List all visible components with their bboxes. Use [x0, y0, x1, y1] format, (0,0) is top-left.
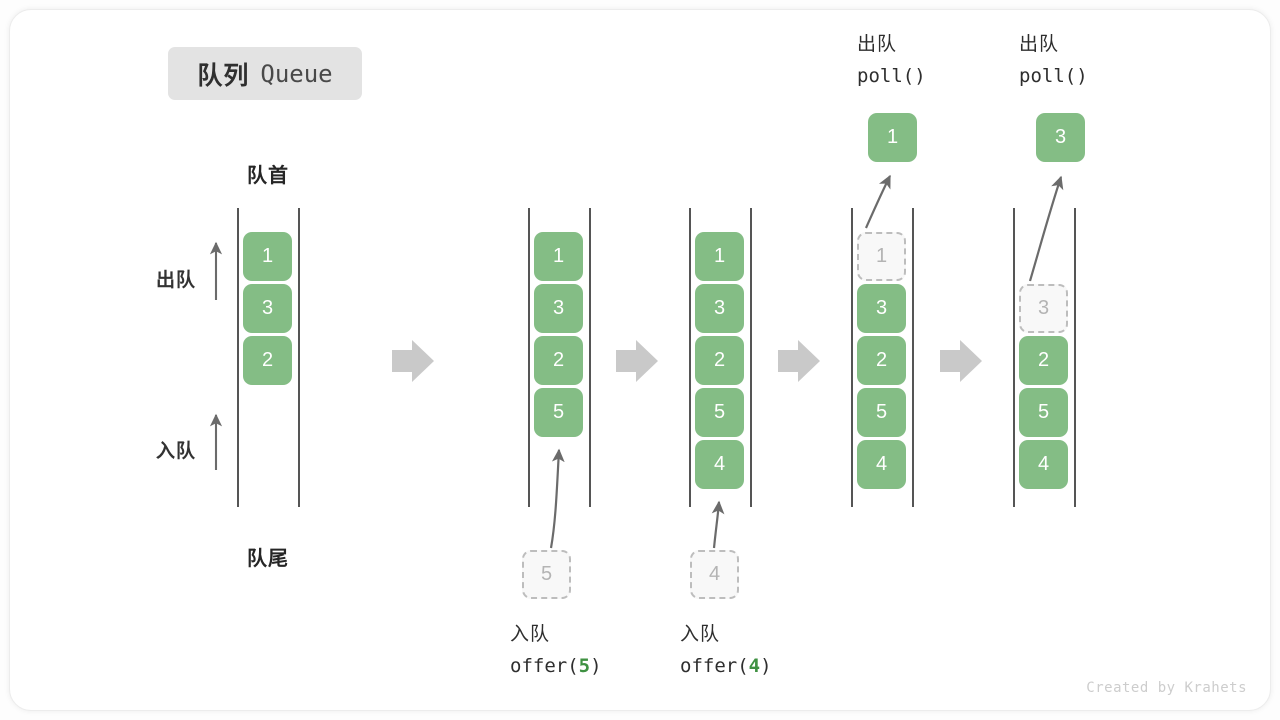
queue-item-new: 4: [695, 440, 744, 489]
op-fn-end: ): [760, 654, 772, 677]
queue-item: 5: [695, 388, 744, 437]
ghost-item-offer4: 4: [690, 550, 739, 599]
op-label-poll3: 出队 poll(): [1019, 30, 1088, 92]
queue-item: 4: [1019, 440, 1068, 489]
popped-item-1: 1: [868, 113, 917, 162]
panel-poll3-rail-left: [1013, 208, 1015, 507]
queue-item: 1: [534, 232, 583, 281]
queue-item: 1: [695, 232, 744, 281]
panel-poll1-rail-left: [851, 208, 853, 507]
op-label-offer4-line2: offer(4): [680, 651, 772, 682]
op-fn: poll(: [857, 64, 915, 87]
ghost-item-offer5: 5: [522, 550, 571, 599]
popped-item-3: 3: [1036, 113, 1085, 162]
queue-item-new: 5: [534, 388, 583, 437]
ghost-item-poll3: 3: [1019, 284, 1068, 333]
op-label-offer4: 入队 offer(4): [680, 620, 772, 682]
title-cn: 队列: [197, 61, 250, 90]
caption-head: 队首: [247, 165, 289, 187]
panel-initial-rail-left: [237, 208, 239, 507]
title-badge: 队列 Queue: [168, 47, 362, 100]
op-arg: 4: [748, 654, 761, 677]
op-fn: poll(: [1019, 64, 1077, 87]
op-fn-end: ): [1076, 64, 1088, 87]
op-label-poll3-line1: 出队: [1019, 34, 1060, 55]
queue-item: 2: [534, 336, 583, 385]
panel-initial-rail-right: [298, 208, 300, 507]
op-label-offer5: 入队 offer(5): [510, 620, 602, 682]
op-label-offer5-line2: offer(5): [510, 651, 602, 682]
caption-tail: 队尾: [247, 548, 289, 570]
op-arg: 5: [578, 654, 591, 677]
op-label-poll1: 出队 poll(): [857, 30, 926, 92]
queue-item: 2: [1019, 336, 1068, 385]
panel-poll3-rail-right: [1074, 208, 1076, 507]
side-label-enqueue: 入队: [155, 441, 196, 462]
queue-item: 3: [857, 284, 906, 333]
queue-item: 3: [534, 284, 583, 333]
watermark: Created by Krahets: [1086, 680, 1247, 696]
title-en: Queue: [260, 59, 333, 88]
queue-item: 5: [1019, 388, 1068, 437]
queue-item: 2: [243, 336, 292, 385]
panel-offer5-rail-right: [589, 208, 591, 507]
queue-item: 3: [695, 284, 744, 333]
op-label-offer5-line1: 入队: [510, 624, 551, 645]
panel-poll1-rail-right: [912, 208, 914, 507]
op-label-poll1-line2: poll(): [857, 61, 926, 92]
op-fn: offer(: [680, 654, 749, 677]
queue-item: 2: [857, 336, 906, 385]
panel-offer4-rail-right: [750, 208, 752, 507]
op-fn-end: ): [914, 64, 926, 87]
panel-offer5-rail-left: [528, 208, 530, 507]
queue-item: 2: [695, 336, 744, 385]
queue-item: 3: [243, 284, 292, 333]
op-fn: offer(: [510, 654, 579, 677]
op-fn-end: ): [590, 654, 602, 677]
op-label-poll1-line1: 出队: [857, 34, 898, 55]
panel-offer4-rail-left: [689, 208, 691, 507]
queue-item: 4: [857, 440, 906, 489]
queue-item: 5: [857, 388, 906, 437]
queue-item: 1: [243, 232, 292, 281]
ghost-item-poll1: 1: [857, 232, 906, 281]
side-label-dequeue: 出队: [155, 270, 196, 291]
op-label-offer4-line1: 入队: [680, 624, 721, 645]
op-label-poll3-line2: poll(): [1019, 61, 1088, 92]
